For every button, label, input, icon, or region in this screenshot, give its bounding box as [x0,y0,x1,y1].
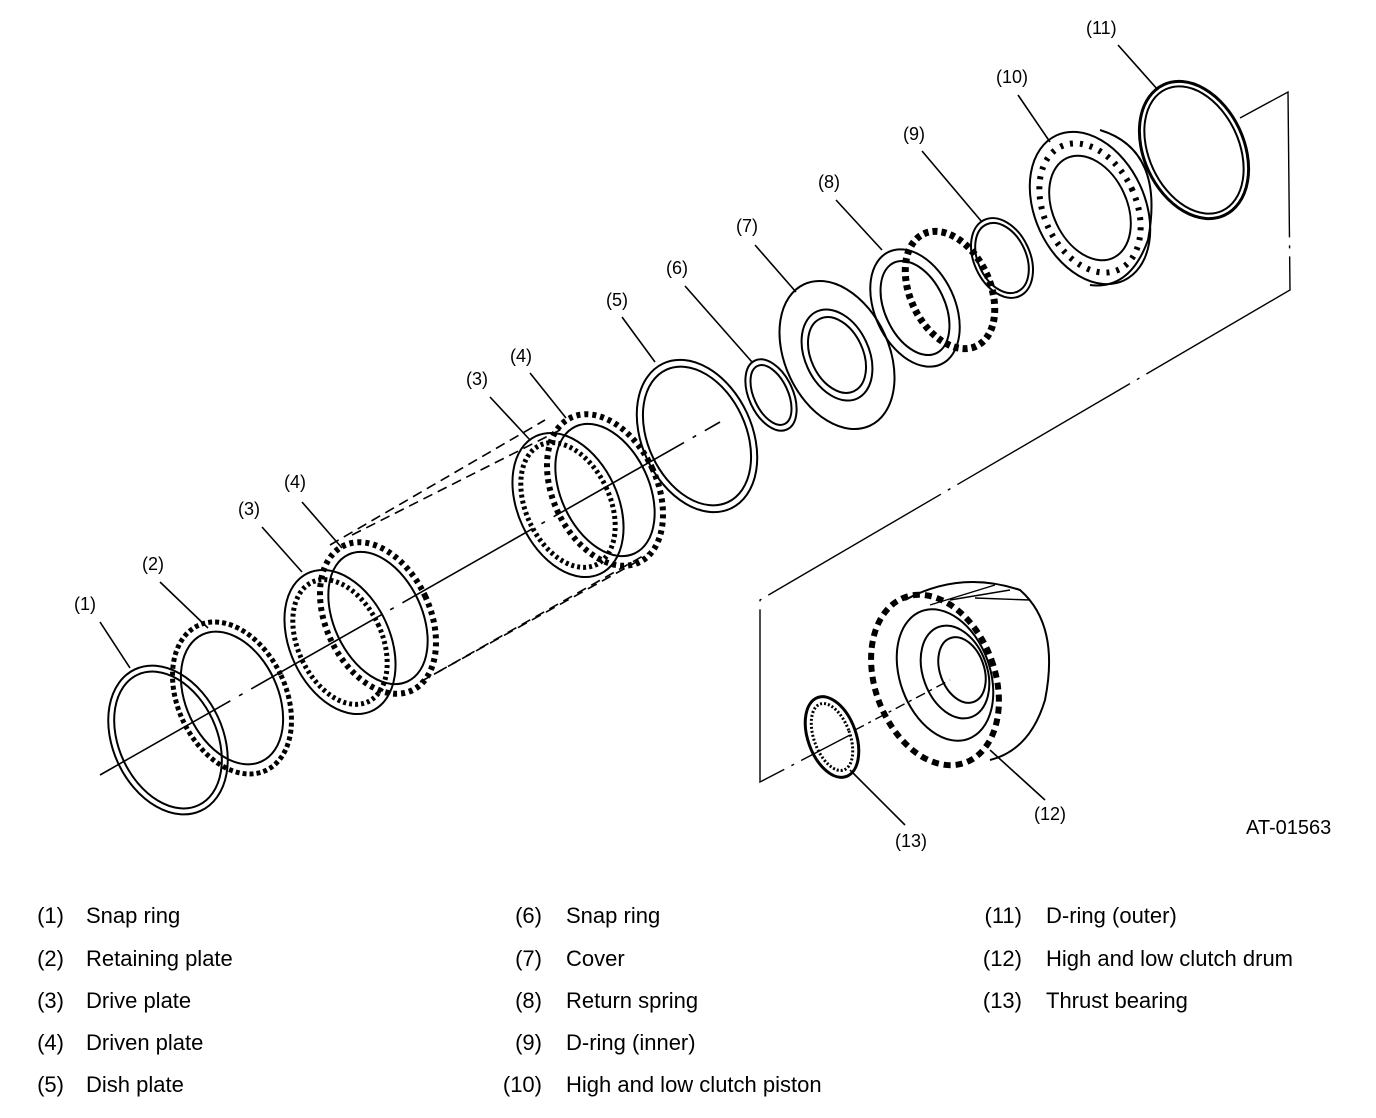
legend-number: (1) [37,903,64,928]
callout-12: (12) [1034,804,1066,824]
legend-label: Thrust bearing [1046,988,1188,1013]
legend-number: (10) [502,1072,542,1097]
drive-plate-rear-part [511,431,625,579]
center-axis-line [99,421,721,776]
legend-number: (6) [515,903,542,928]
legend-number: (5) [37,1072,64,1097]
legend-label: Retaining plate [86,946,233,971]
parts-legend: (1) Snap ring (2) Retaining plate (3) Dr… [0,900,1376,1110]
cover-part [778,279,896,431]
callout-7: (7) [736,216,758,236]
leader-lines [99,44,1159,826]
driven-plate-front-part [316,539,440,697]
callout-5: (5) [606,290,628,310]
legend-label: Return spring [566,988,699,1013]
callout-10: (10) [996,67,1028,87]
legend-label: Dish plate [86,1072,184,1097]
legend-label: Snap ring [86,903,181,928]
callout-4-rear: (4) [510,346,532,366]
callout-3-rear: (3) [466,369,488,389]
legend-number: (11) [984,903,1023,928]
thrust-bearing-part [803,695,861,779]
callout-6: (6) [666,258,688,278]
return-spring-part [869,227,999,368]
callout-4-front: (4) [284,472,306,492]
legend-number: (7) [515,946,542,971]
snap-ring-1-part [107,664,229,816]
legend-number: (12) [982,946,1022,971]
figure-id: AT-01563 [1246,817,1331,839]
snap-ring-6-part [744,358,798,432]
legend-label: Drive plate [86,988,192,1013]
legend-number: (4) [37,1030,64,1055]
callout-13: (13) [895,831,927,851]
legend-label: Snap ring [566,903,661,928]
legend-label: Driven plate [86,1030,204,1055]
drive-plate-front-part [283,568,397,716]
legend-number: (13) [982,988,1022,1013]
d-ring-inner-part [970,217,1034,299]
callout-2: (2) [142,554,164,574]
clutch-piston-part [1028,129,1153,287]
legend-label: D-ring (inner) [566,1030,696,1055]
legend-number: (9) [515,1030,542,1055]
legend-number: (2) [37,946,64,971]
callout-1: (1) [74,594,96,614]
exploded-parts-diagram: (1) (2) (3) (4) (3) (4) (5) (6) (7) (8) … [74,18,1331,851]
legend-label: D-ring (outer) [1046,903,1177,928]
callout-8: (8) [818,172,840,192]
callout-11: (11) [1086,18,1117,38]
plate-pack-guide-lines [329,419,651,683]
retaining-plate-part [170,619,294,777]
assembly-boundary-line [759,90,1291,784]
drum-axis-line [854,679,951,731]
legend-label: High and low clutch piston [566,1072,822,1097]
legend-label: Cover [566,946,625,971]
legend-label: High and low clutch drum [1046,946,1294,971]
legend-number: (8) [515,988,542,1013]
d-ring-outer-part [1137,79,1251,221]
callout-3-front: (3) [238,499,260,519]
dish-plate-part [635,358,759,514]
clutch-drum-part [868,581,1051,769]
callout-9: (9) [903,124,925,144]
legend-number: (3) [37,988,64,1013]
